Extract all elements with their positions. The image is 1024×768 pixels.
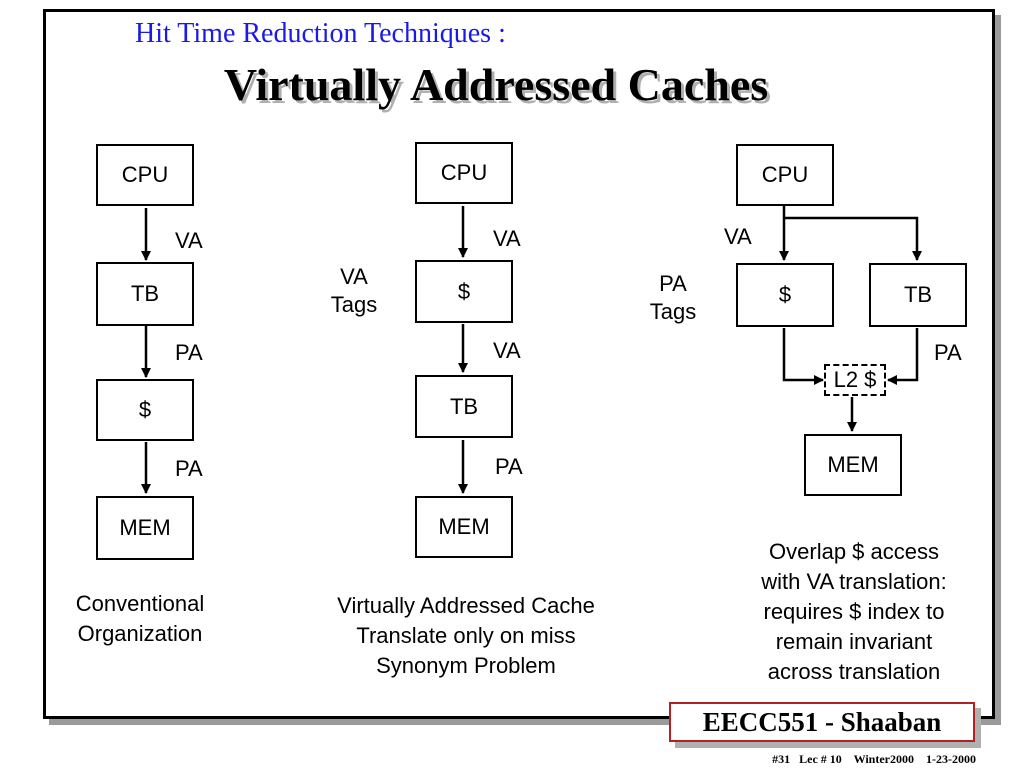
c3-caption-line: requires $ index to <box>763 599 945 624</box>
c3-side-label: PA Tags <box>643 270 703 326</box>
c1-caption: Conventional Organization <box>40 589 240 649</box>
c2-label-va-2: VA <box>493 338 521 363</box>
c3-wire-cpu-tb <box>784 216 922 261</box>
slide-subtitle: Hit Time Reduction Techniques : <box>135 18 506 49</box>
c3-tb-box: TB <box>869 263 967 327</box>
c1-caption-line: Conventional <box>75 591 205 616</box>
c2-caption-line: Virtually Addressed Cache <box>337 593 595 618</box>
slide-title-text: Virtually Addressed Caches <box>223 59 769 110</box>
c3-wire-cache-l2 <box>782 328 824 385</box>
c3-mem-box: MEM <box>804 434 902 496</box>
c2-mem-box: MEM <box>415 496 513 558</box>
c3-l2-cache-box: L2 $ <box>824 364 886 396</box>
c3-caption-line: with VA translation: <box>761 569 947 594</box>
c2-caption: Virtually Addressed Cache Translate only… <box>296 591 636 681</box>
c2-side-label-line: Tags <box>330 292 378 317</box>
c1-label-va: VA <box>175 228 203 253</box>
c1-caption-line: Organization <box>77 621 203 646</box>
c1-mem-box: MEM <box>96 496 194 560</box>
c3-label-pa: PA <box>934 340 962 365</box>
c3-caption-line: Overlap $ access <box>769 539 939 564</box>
c2-cache-box: $ <box>415 260 513 323</box>
c1-label-pa-1: PA <box>175 340 203 365</box>
slide-title: Virtually Addressed Caches <box>0 58 1024 111</box>
c3-cpu-box: CPU <box>736 144 834 206</box>
c3-side-label-line: PA <box>659 271 687 296</box>
c3-cache-box: $ <box>736 263 834 327</box>
c1-tb-box: TB <box>96 262 194 326</box>
c1-cpu-box: CPU <box>96 144 194 206</box>
c2-caption-line: Translate only on miss <box>356 623 576 648</box>
c1-cache-box: $ <box>96 379 194 441</box>
c2-side-label-line: VA <box>340 264 368 289</box>
c2-caption-line: Synonym Problem <box>376 653 556 678</box>
footer-info: #31 Lec # 10 Winter2000 1-23-2000 <box>772 752 976 766</box>
c2-label-va-1: VA <box>493 226 521 251</box>
c2-side-label: VA Tags <box>324 263 384 319</box>
c2-label-pa: PA <box>495 454 523 479</box>
c3-caption: Overlap $ access with VA translation: re… <box>724 537 984 687</box>
footer-course-box: EECC551 - Shaaban <box>669 702 975 742</box>
c3-caption-line: remain invariant <box>775 629 933 654</box>
c3-caption-line: across translation <box>767 659 941 684</box>
c1-label-pa-2: PA <box>175 456 203 481</box>
c2-cpu-box: CPU <box>415 142 513 204</box>
c3-wire-tb-l2 <box>887 328 919 385</box>
slide-frame <box>43 9 995 719</box>
c2-tb-box: TB <box>415 375 513 438</box>
c3-label-va: VA <box>724 224 752 249</box>
c3-side-label-line: Tags <box>649 299 697 324</box>
